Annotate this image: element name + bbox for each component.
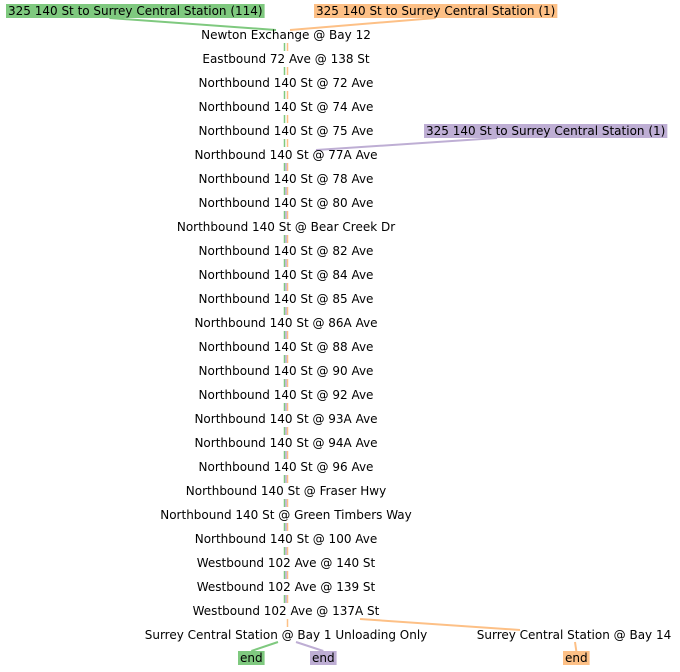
stop-label: Northbound 140 St @ 100 Ave [195, 532, 378, 546]
route-start-connector [289, 17, 436, 31]
stop-label: Northbound 140 St @ Fraser Hwy [186, 484, 386, 498]
route-label-box [424, 124, 668, 138]
stop-label: Northbound 140 St @ 86A Ave [194, 316, 377, 330]
route-label-box [6, 4, 265, 18]
end-markers: end end end [238, 651, 590, 665]
stop-label: Northbound 140 St @ 88 Ave [199, 340, 374, 354]
stop-label: Northbound 140 St @ 74 Ave [199, 100, 374, 114]
stop-label: Northbound 140 St @ 94A Ave [194, 436, 377, 450]
stop-label: Northbound 140 St @ 84 Ave [199, 268, 374, 282]
stop-label: Northbound 140 St @ 75 Ave [199, 124, 374, 138]
stop-label: Northbound 140 St @ 78 Ave [199, 172, 374, 186]
end-label: end [565, 651, 588, 665]
stop-label: Westbound 102 Ave @ 140 St [197, 556, 376, 570]
stop-label: Surrey Central Station @ Bay 14 [477, 628, 671, 642]
end-marker-box [238, 651, 265, 665]
stop-label: Northbound 140 St @ 80 Ave [199, 196, 374, 210]
route-start-connector [315, 137, 498, 151]
stop-label: Northbound 140 St @ 82 Ave [199, 244, 374, 258]
route-label-box [314, 4, 558, 18]
route-label: 325 140 St to Surrey Central Station (11… [8, 4, 263, 18]
route-end-connector [574, 641, 578, 652]
route-start-connector [109, 17, 277, 31]
route-end-connector [250, 641, 279, 652]
stop-label: Eastbound 72 Ave @ 138 St [202, 52, 370, 66]
stop-label: Westbound 102 Ave @ 137A St [193, 604, 380, 618]
stop-label: Newton Exchange @ Bay 12 [201, 28, 371, 42]
stop-label: Westbound 102 Ave @ 139 St [197, 580, 376, 594]
stop-label: Northbound 140 St @ 90 Ave [199, 364, 374, 378]
stop-label: Northbound 140 St @ 92 Ave [199, 388, 374, 402]
stop-label: Northbound 140 St @ 96 Ave [199, 460, 374, 474]
end-label: end [312, 651, 335, 665]
end-marker-box [563, 651, 590, 665]
stop-label: Northbound 140 St @ 72 Ave [199, 76, 374, 90]
route-label: 325 140 St to Surrey Central Station (1) [316, 4, 555, 18]
stop-label: Northbound 140 St @ 93A Ave [194, 412, 377, 426]
route-end-connector [295, 641, 324, 652]
end-label: end [240, 651, 263, 665]
route-label: 325 140 St to Surrey Central Station (1) [426, 124, 665, 138]
end-marker-box [310, 651, 337, 665]
stop-label: Northbound 140 St @ Bear Creek Dr [177, 220, 395, 234]
stop-label: Northbound 140 St @ 77A Ave [194, 148, 377, 162]
route-links [109, 17, 578, 652]
stop-label: Northbound 140 St @ 85 Ave [199, 292, 374, 306]
route-branch-connector [359, 618, 521, 631]
route-labels: 325 140 St to Surrey Central Station (11… [6, 4, 668, 138]
stop-labels: Newton Exchange @ Bay 12 Eastbound 72 Ave… [145, 28, 672, 642]
stop-label: Northbound 140 St @ Green Timbers Way [160, 508, 412, 522]
stop-label: Surrey Central Station @ Bay 1 Unloading… [145, 628, 428, 642]
